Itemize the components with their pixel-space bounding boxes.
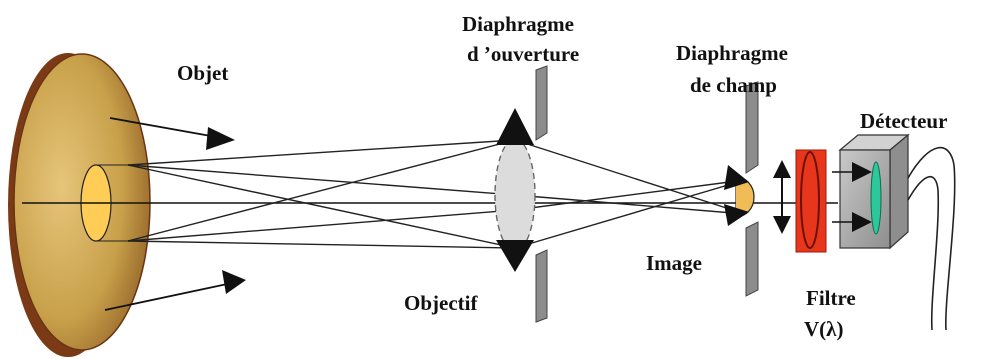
label-objectif: Objectif bbox=[404, 291, 478, 315]
ray-bottom-to-lens-center bbox=[127, 209, 516, 242]
ray-lens-center-to-image bbox=[514, 194, 746, 215]
object-arrows bbox=[104, 117, 246, 311]
label-diaphragme-champ-1: Diaphragme bbox=[676, 41, 788, 65]
aperture-diaphragm bbox=[535, 65, 548, 323]
field-plate-top bbox=[745, 81, 759, 174]
arrow-head-upper bbox=[206, 127, 235, 150]
field-diaphragm bbox=[745, 81, 759, 297]
label-filtre: Filtre bbox=[806, 286, 856, 310]
ray-lens-bottom-to-image bbox=[514, 179, 746, 249]
detector-side-face bbox=[889, 133, 909, 250]
image-arrow-bottom bbox=[724, 204, 749, 226]
ray-top-to-lens-bottom bbox=[127, 164, 516, 249]
label-diaphragme-ouverture-1: Diaphragme bbox=[462, 12, 574, 36]
aperture-plate-bottom bbox=[535, 249, 548, 323]
ray-bottom-to-lens bbox=[127, 240, 516, 249]
label-detecteur: Détecteur bbox=[860, 109, 947, 133]
light-rays bbox=[127, 139, 746, 249]
lens-arrow-bottom bbox=[496, 240, 534, 272]
ray-lens-center2-to-image bbox=[514, 179, 746, 211]
detector bbox=[832, 133, 956, 331]
field-size-arrow bbox=[773, 160, 791, 234]
label-diaphragme-ouverture-2: d ’ouverture bbox=[467, 42, 579, 66]
filter-v-lambda bbox=[795, 149, 827, 253]
detector-arrow-bottom bbox=[852, 212, 872, 232]
ray-top-to-lens bbox=[127, 139, 516, 166]
detector-arrow-top bbox=[852, 162, 872, 182]
detector-cable-inner bbox=[907, 175, 940, 331]
aperture-plate-top bbox=[535, 65, 548, 141]
ray-lens-top-to-image bbox=[514, 139, 746, 215]
lens-body bbox=[494, 138, 536, 252]
field-plate-bottom bbox=[745, 221, 759, 297]
lens-arrow-top bbox=[496, 108, 534, 145]
label-v-lambda: V(λ) bbox=[804, 317, 843, 341]
label-objet: Objet bbox=[177, 61, 228, 85]
ray-top-to-lens-center bbox=[127, 164, 516, 196]
filter-lens bbox=[800, 151, 820, 249]
label-image: Image bbox=[646, 251, 702, 275]
label-diaphragme-champ-2: de champ bbox=[690, 73, 777, 97]
detector-front-face bbox=[839, 149, 891, 249]
arrow-head-lower bbox=[222, 270, 246, 294]
image-spot bbox=[724, 165, 755, 226]
image-arrow-top bbox=[724, 165, 749, 190]
ray-bottom-to-lens-top bbox=[127, 139, 516, 242]
detector-element bbox=[870, 161, 882, 235]
object-source bbox=[8, 53, 151, 357]
detector-cable-outer bbox=[907, 147, 956, 331]
objective-lens bbox=[494, 108, 536, 272]
